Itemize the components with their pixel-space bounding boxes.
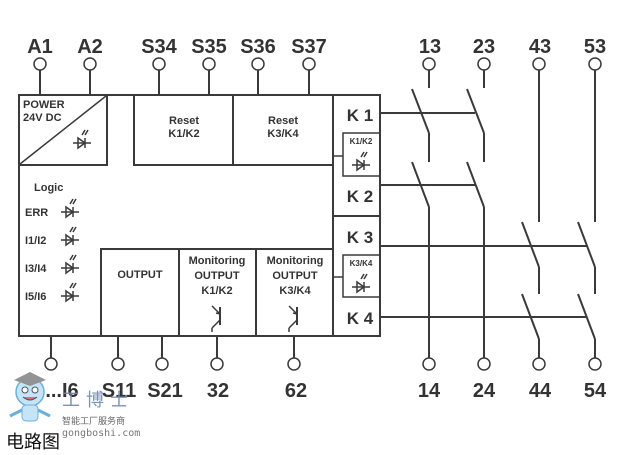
contact-path-43-44 — [521, 57, 546, 371]
power-voltage-label: 24V DC — [23, 112, 62, 124]
caption-circuit-diagram: 电路图 — [6, 432, 60, 453]
led-label-i1i2: I1/I2 — [25, 235, 46, 247]
transistor-k3k4-icon — [288, 305, 298, 333]
relay-led-k3k4-label: K3/K4 — [350, 259, 373, 268]
monitoring-k1k2-line3: K1/K2 — [201, 285, 232, 297]
terminal-label-14: 14 — [418, 380, 441, 402]
reset-k1k2-line2: K1/K2 — [168, 128, 199, 140]
terminal-label-32: 32 — [207, 380, 229, 402]
logic-title: Logic — [34, 182, 63, 194]
monitoring-k3k4-line1: Monitoring — [267, 255, 324, 267]
reset-k3k4-line2: K3/K4 — [267, 128, 299, 140]
terminal-label-a2: A2 — [77, 36, 103, 58]
reset-blocks: Reset K1/K2 Reset K3/K4 — [133, 94, 334, 166]
terminal-i6 — [44, 336, 58, 371]
led-err-icon — [60, 198, 80, 218]
terminal-32 — [210, 336, 224, 371]
terminal-s35 — [202, 57, 216, 95]
terminal-s21 — [155, 336, 169, 371]
relay-column: K1/K2 K3/K4 K 1 K 2 K 3 K 4 — [332, 94, 381, 337]
contact-path-23-24 — [466, 57, 491, 371]
terminal-label-s36: S36 — [240, 36, 276, 58]
contact-path-13-14 — [411, 57, 436, 371]
output-label: OUTPUT — [117, 269, 163, 281]
relay-led-k1k2-label: K1/K2 — [350, 137, 373, 146]
relay-label-k2: K 2 — [347, 187, 373, 206]
terminal-s37 — [302, 57, 316, 95]
terminal-label-43: 43 — [529, 36, 551, 58]
led-i1i2-icon — [60, 226, 80, 246]
monitoring-k1k2-line1: Monitoring — [189, 255, 246, 267]
watermark-slogan: 智能工厂服务商 — [62, 417, 126, 427]
led-i5i6-icon — [60, 282, 80, 302]
terminal-label-s11: S11 — [102, 380, 136, 402]
terminal-a1 — [33, 57, 47, 95]
mascot-logo-icon — [9, 372, 51, 422]
logic-block: Logic ERR I1/I2 I3/I4 I5/I6 — [25, 182, 80, 303]
contact-path-53-54 — [577, 57, 602, 371]
power-led-icon — [72, 129, 92, 149]
terminal-label-s21: S21 — [147, 380, 183, 402]
terminal-label-s37: S37 — [291, 36, 327, 58]
terminal-s11 — [111, 336, 125, 371]
reset-k3k4-line1: Reset — [268, 115, 298, 127]
power-label: POWER — [23, 99, 65, 111]
relay-label-k3: K 3 — [347, 228, 373, 247]
terminal-label-53: 53 — [584, 36, 606, 58]
relay-led-k3k4-icon — [351, 273, 371, 293]
power-block: POWER 24V DC — [18, 94, 108, 166]
terminal-s36 — [251, 57, 265, 95]
output-blocks: OUTPUT Monitoring OUTPUT K1/K2 Monitorin… — [100, 248, 333, 336]
monitoring-k1k2-line2: OUTPUT — [194, 270, 240, 282]
led-label-err: ERR — [25, 207, 48, 219]
relay-led-k1k2-icon — [351, 151, 371, 171]
led-i3i4-icon — [60, 254, 80, 274]
watermark-brand: 工博士 — [62, 390, 134, 411]
reset-k1k2-line1: Reset — [169, 115, 199, 127]
transistor-k1k2-icon — [211, 305, 221, 333]
relay-label-k4: K 4 — [347, 309, 374, 328]
terminal-label-s35: S35 — [191, 36, 227, 58]
terminal-a2 — [83, 57, 97, 95]
monitoring-k3k4-line2: OUTPUT — [272, 270, 318, 282]
terminal-label-62: 62 — [285, 380, 307, 402]
terminal-label-13: 13 — [419, 36, 441, 58]
watermark-url: gongboshi.com — [62, 428, 141, 439]
led-label-i3i4: I3/I4 — [25, 263, 47, 275]
terminal-label-i6: ...I6 — [45, 380, 78, 402]
terminal-label-44: 44 — [529, 380, 552, 402]
relay-label-k1: K 1 — [347, 106, 373, 125]
terminal-label-a1: A1 — [27, 36, 53, 58]
terminal-label-24: 24 — [473, 380, 496, 402]
monitoring-k3k4-line3: K3/K4 — [279, 285, 311, 297]
terminal-label-54: 54 — [584, 380, 607, 402]
led-label-i5i6: I5/I6 — [25, 291, 46, 303]
terminal-label-s34: S34 — [141, 36, 177, 58]
terminal-62 — [287, 336, 301, 371]
terminal-label-23: 23 — [473, 36, 495, 58]
terminal-s34 — [152, 57, 166, 95]
